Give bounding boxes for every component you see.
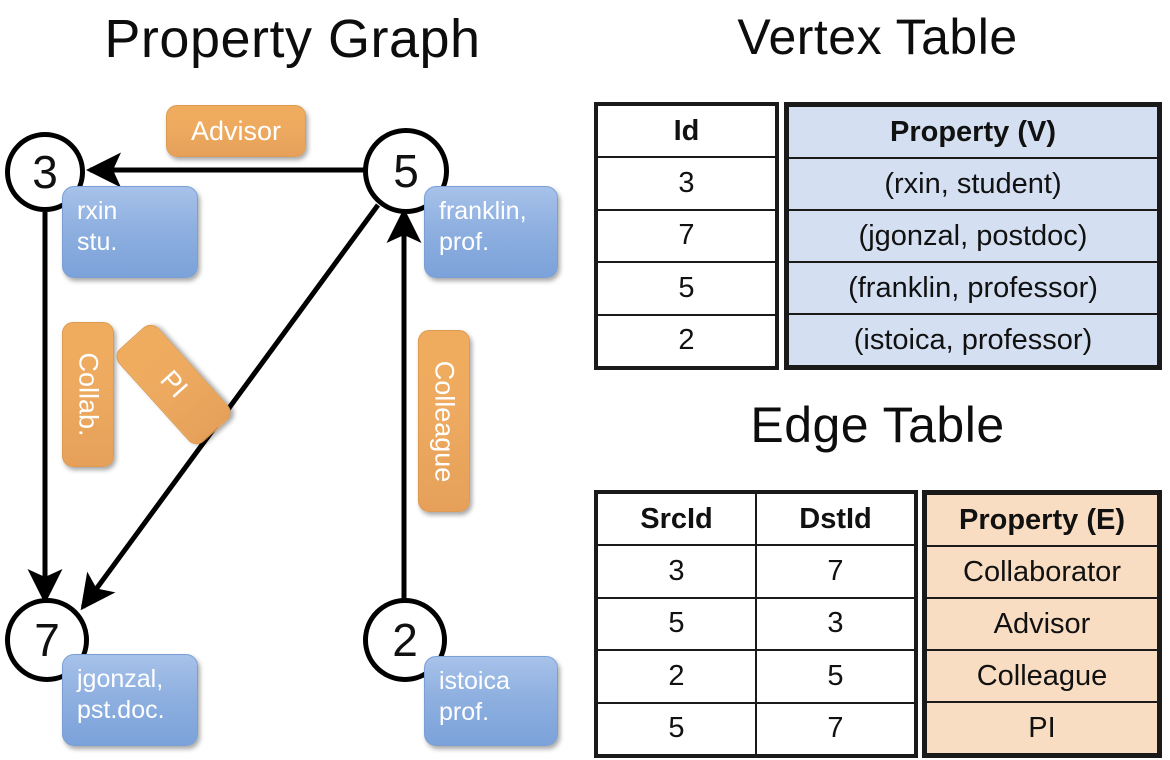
node-2-property-callout: istoica prof. xyxy=(424,656,558,746)
table-row[interactable]: 3 xyxy=(596,156,777,211)
page-title-edge-table: Edge Table xyxy=(750,397,1005,453)
table-row[interactable]: 5 3 xyxy=(596,596,916,652)
graph-node-2[interactable]: 2 xyxy=(363,598,447,682)
vertex-table-header-row: Property (V) xyxy=(787,105,1159,159)
vertex-header-id: Id xyxy=(596,103,777,159)
edge-label-advisor: Advisor xyxy=(166,105,306,157)
edge-cell-srcid: 2 xyxy=(596,649,757,704)
table-row[interactable]: Colleague xyxy=(925,649,1159,703)
vertex-table-header-row: Id xyxy=(596,103,777,159)
node-2-property-line1: istoica xyxy=(439,667,510,695)
edge-header-property: Property (E) xyxy=(925,493,1159,547)
vertex-cell-property: (istoica, professor) xyxy=(787,313,1159,367)
edge-header-dstid: DstId xyxy=(755,491,916,547)
edge-cell-srcid: 3 xyxy=(596,544,757,599)
table-row[interactable]: 7 xyxy=(596,208,777,264)
edge-label-collab: Collab. xyxy=(62,322,114,467)
edge-table-header-row: Property (E) xyxy=(925,493,1159,547)
node-3-property-line1: rxin xyxy=(77,197,118,225)
edge-table-property-column: Property (E) Collaborator Advisor Collea… xyxy=(922,490,1162,758)
node-7-property-line2: pst.doc. xyxy=(77,696,165,725)
edge-5-to-7-pi xyxy=(80,203,381,611)
edge-header-srcid: SrcId xyxy=(596,491,757,547)
table-row[interactable]: (rxin, student) xyxy=(787,157,1159,211)
edge-label-collab-text: Collab. xyxy=(73,352,104,437)
node-5-property-line2: prof. xyxy=(439,228,490,257)
property-graph-diagram: 3 5 7 2 rxin stu. franklin, prof. jgonza… xyxy=(5,105,558,746)
graph-node-7-label: 7 xyxy=(34,614,60,666)
table-row[interactable]: (jgonzal, postdoc) xyxy=(787,209,1159,263)
table-row[interactable]: PI xyxy=(925,701,1159,755)
vertex-cell-property: (franklin, professor) xyxy=(787,261,1159,315)
table-row[interactable]: 2 5 xyxy=(596,649,916,704)
node-5-property-line1: franklin, xyxy=(439,197,527,225)
edge-cell-property: Advisor xyxy=(925,597,1159,651)
edge-cell-dstid: 5 xyxy=(755,649,916,704)
table-row[interactable]: 2 xyxy=(596,313,777,369)
graph-node-3-label: 3 xyxy=(32,146,58,198)
node-5-property-callout: franklin, prof. xyxy=(424,186,558,278)
edge-label-colleague-text: Colleague xyxy=(429,360,460,482)
graph-node-2-label: 2 xyxy=(392,614,418,666)
vertex-cell-id: 2 xyxy=(596,313,777,369)
edge-cell-srcid: 5 xyxy=(596,596,757,652)
graph-edges-layer xyxy=(27,152,422,611)
edge-cell-property: PI xyxy=(925,701,1159,755)
edge-cell-property: Collaborator xyxy=(925,545,1159,599)
vertex-table-property-column: Property (V) (rxin, student) (jgonzal, p… xyxy=(784,102,1162,370)
edge-table-header-row: SrcId DstId xyxy=(596,491,916,547)
page-title-vertex-table: Vertex Table xyxy=(737,9,1018,65)
vertex-table-id-column: Id 3 7 5 2 xyxy=(594,102,779,370)
edge-cell-dstid: 7 xyxy=(755,701,916,757)
edge-cell-property: Colleague xyxy=(925,649,1159,703)
edge-label-colleague: Colleague xyxy=(418,330,470,512)
node-7-property-line1: jgonzal, xyxy=(77,665,164,693)
table-row[interactable]: 5 7 xyxy=(596,701,916,757)
edge-label-advisor-text: Advisor xyxy=(190,115,282,146)
table-row[interactable]: Collaborator xyxy=(925,545,1159,599)
graph-node-5-label: 5 xyxy=(393,145,419,197)
node-2-property-line2: prof. xyxy=(439,698,490,727)
node-3-property-line2: stu. xyxy=(77,228,118,257)
page-title-property-graph: Property Graph xyxy=(104,9,481,69)
table-row[interactable]: Advisor xyxy=(925,597,1159,651)
node-3-property-callout: rxin stu. xyxy=(62,186,198,278)
vertex-header-property: Property (V) xyxy=(787,105,1159,159)
node-7-property-callout: jgonzal, pst.doc. xyxy=(62,654,198,746)
edge-cell-dstid: 3 xyxy=(755,596,916,652)
vertex-cell-property: (rxin, student) xyxy=(787,157,1159,211)
vertex-cell-id: 7 xyxy=(596,208,777,264)
table-row[interactable]: 5 xyxy=(596,261,777,316)
edge-table-id-columns: SrcId DstId 3 7 5 3 2 5 5 7 xyxy=(594,490,918,758)
edge-cell-dstid: 7 xyxy=(755,544,916,599)
edge-label-pi-text: PI xyxy=(154,364,194,404)
table-row[interactable]: 3 7 xyxy=(596,544,916,599)
table-row[interactable]: (franklin, professor) xyxy=(787,261,1159,315)
table-row[interactable]: (istoica, professor) xyxy=(787,313,1159,367)
vertex-cell-id: 3 xyxy=(596,156,777,211)
vertex-cell-id: 5 xyxy=(596,261,777,316)
edge-cell-srcid: 5 xyxy=(596,701,757,757)
vertex-cell-property: (jgonzal, postdoc) xyxy=(787,209,1159,263)
